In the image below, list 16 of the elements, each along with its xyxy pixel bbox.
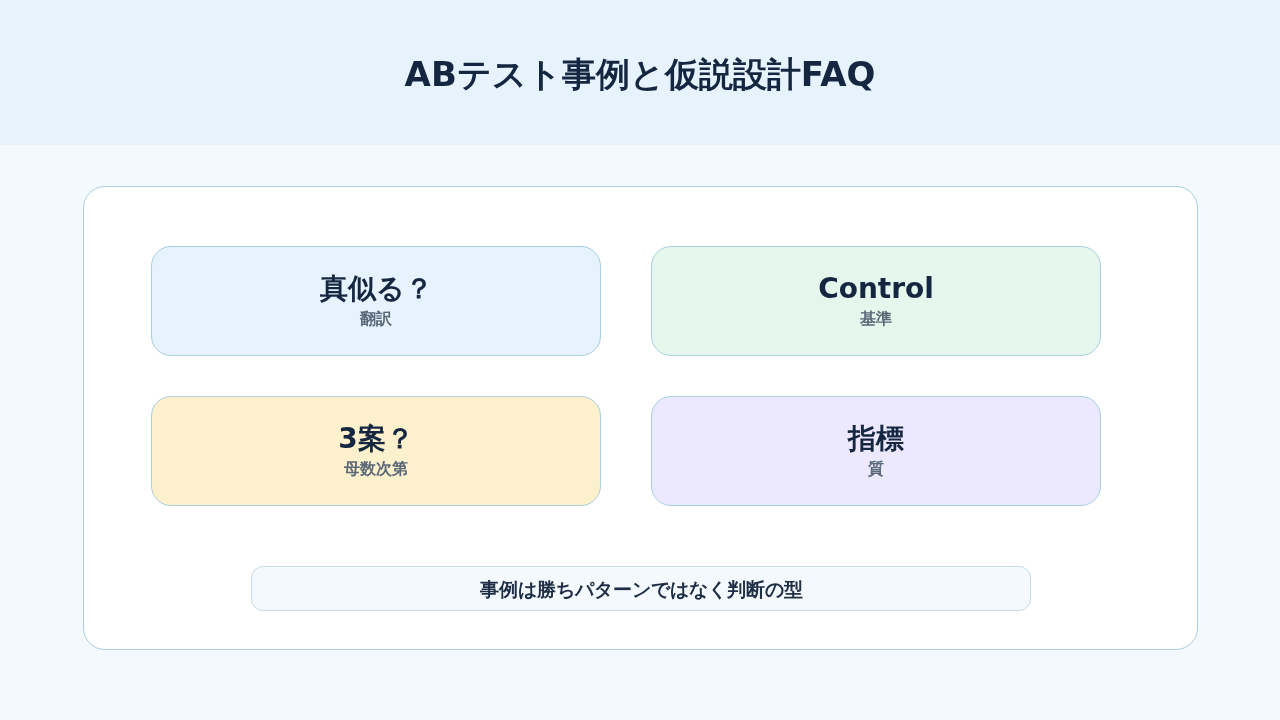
card-subtitle: 質: [868, 458, 884, 480]
summary-text: 事例は勝ちパターンではなく判断の型: [479, 576, 803, 602]
card-heading: 指標: [848, 422, 904, 456]
topic-card: [151, 396, 601, 506]
card-subtitle: 翻訳: [360, 308, 392, 330]
summary-banner: [251, 566, 1031, 611]
card-heading: Control: [818, 272, 934, 306]
content-panel: [83, 186, 1198, 650]
topic-card: [151, 246, 601, 356]
card-heading: 真似る？: [319, 272, 433, 306]
card-heading: 3案？: [338, 422, 414, 456]
card-subtitle: 基準: [860, 308, 892, 330]
card-subtitle: 母数次第: [344, 458, 408, 480]
topic-card: [651, 396, 1101, 506]
topic-card: [651, 246, 1101, 356]
page-title: ABテスト事例と仮説設計FAQ: [403, 53, 877, 96]
